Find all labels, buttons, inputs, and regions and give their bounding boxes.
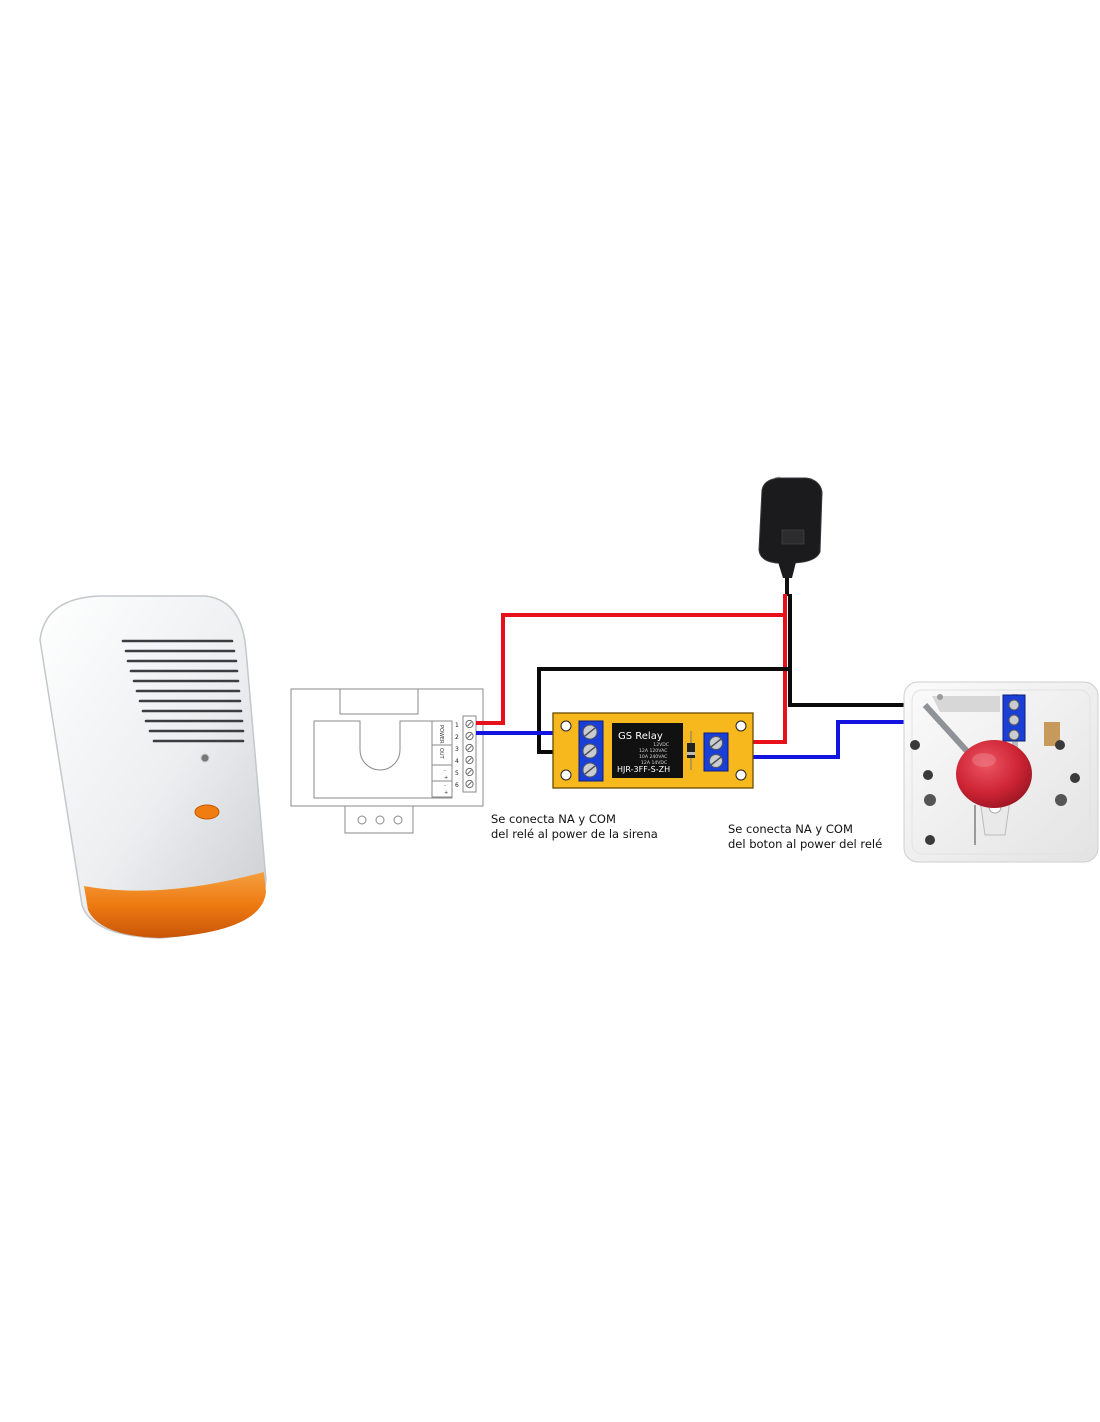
terminal-number-5: 5 [455,770,459,777]
relay-hole-br [735,769,747,781]
relay-brand: GS Relay [618,731,663,742]
terminal-label-power: POWER [438,725,444,744]
siren-grille [121,639,245,743]
siren-module-terminal-numbers: 1 2 3 4 5 6 [455,722,459,789]
relay-coil-housing [612,723,683,778]
terminal-label-minus-a: - [444,768,446,774]
terminal-label-plus-a: + [444,775,448,781]
siren-module-terminal-labels: POWER OUT - + - + [438,725,448,796]
siren-terminal-screw-slot [467,757,472,763]
terminal-label-minus-b: - [444,783,446,789]
relay-rating-3: 10A 240VAC [639,754,667,760]
siren-terminal-screw-slot [467,781,472,787]
caption-siren-line2: del relé al power de la sirena [491,827,658,841]
terminal-label-out: OUT [438,748,444,760]
relay-left-screws [582,724,598,778]
siren-led [194,804,220,820]
power-adapter-icon [758,476,823,596]
siren-terminal-screw-slot [467,745,472,751]
siren-sensor [200,753,210,763]
caption-siren: Se conecta NA y COM del relé al power de… [491,812,658,842]
relay-model: HJR-3FF-S-ZH [617,765,670,774]
siren-module [290,688,484,834]
relay-hole-bl [560,769,572,781]
siren-module-label-panel [431,720,453,798]
terminal-number-3: 3 [455,746,459,753]
relay-hole-tl [560,720,572,732]
caption-button: Se conecta NA y COM del boton al power d… [728,822,882,852]
terminal-number-6: 6 [455,782,459,789]
emergency-button-icon [903,681,1099,863]
wire-red-adapter-to-siren [476,594,787,725]
outdoor-siren-icon [39,595,267,939]
relay-rating-4: 12A 14VDC [641,760,667,766]
button-cap [956,740,1032,808]
terminal-number-1: 1 [455,722,459,729]
caption-button-line1: Se conecta NA y COM [728,822,853,836]
relay-right-screws [709,736,723,768]
terminal-number-4: 4 [455,758,459,765]
relay-board: GS Relay 12VDC 12A 120VAC 10A 240VAC 12A… [552,712,754,789]
relay-rating-1: 12VDC [653,742,669,748]
caption-siren-line1: Se conecta NA y COM [491,812,616,826]
siren-terminal-screw-slot [467,733,472,739]
terminal-label-plus-b: + [444,790,448,796]
relay-hole-tr [735,720,747,732]
siren-terminal-screw-slot [467,769,472,775]
relay-rating-2: 12A 120VAC [639,748,667,754]
caption-button-line2: del boton al power del relé [728,837,883,851]
relay-diode [687,731,695,770]
siren-terminal-screw-slot [467,721,472,727]
terminal-number-2: 2 [455,734,459,741]
